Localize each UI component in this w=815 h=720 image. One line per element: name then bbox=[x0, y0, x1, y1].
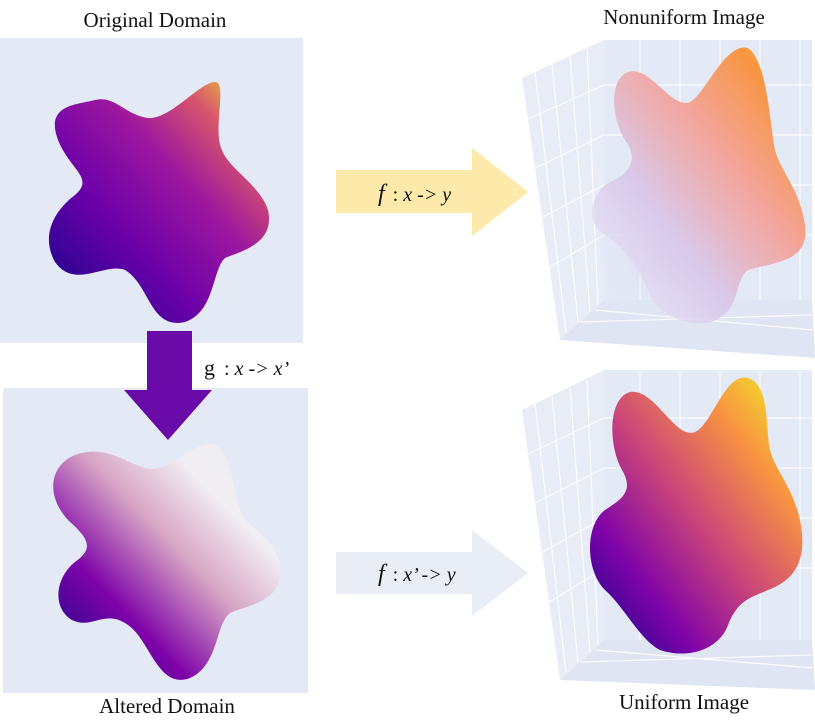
f-top-function-name: f bbox=[378, 181, 388, 207]
f-top-expression: x -> y bbox=[402, 184, 451, 206]
f-bottom-separator: : bbox=[393, 564, 399, 586]
g-mapping-label: g : x -> x’ bbox=[204, 355, 289, 380]
f-top-separator: : bbox=[393, 184, 399, 206]
g-mapping-arrow bbox=[124, 331, 212, 440]
g-separator: : bbox=[224, 358, 230, 380]
altered-domain-label: Altered Domain bbox=[99, 694, 235, 718]
f-top-mapping-label: f : x -> y bbox=[378, 181, 451, 207]
f-top-mapping-arrow bbox=[336, 148, 528, 236]
uniform-image-label: Uniform Image bbox=[619, 690, 749, 714]
f-bottom-expression: x’ -> y bbox=[402, 564, 455, 586]
uniform-image-blob bbox=[590, 377, 803, 654]
nonuniform-image-plot bbox=[522, 40, 815, 358]
nonuniform-image-blob bbox=[592, 47, 806, 324]
g-function-name: g bbox=[204, 355, 215, 380]
altered-domain-blob bbox=[53, 444, 281, 680]
nonuniform-image-label: Nonuniform Image bbox=[603, 5, 765, 29]
f-bottom-mapping-arrow bbox=[336, 530, 528, 616]
uniform-image-plot bbox=[522, 370, 815, 690]
f-bottom-function-name: f bbox=[378, 561, 388, 587]
nonuniform-back-wall-left bbox=[522, 40, 604, 340]
original-domain-blob bbox=[48, 82, 270, 323]
f-bottom-mapping-label: f : x’ -> y bbox=[378, 561, 456, 587]
g-expression: x -> x’ bbox=[234, 358, 290, 380]
original-domain-label: Original Domain bbox=[84, 8, 227, 32]
